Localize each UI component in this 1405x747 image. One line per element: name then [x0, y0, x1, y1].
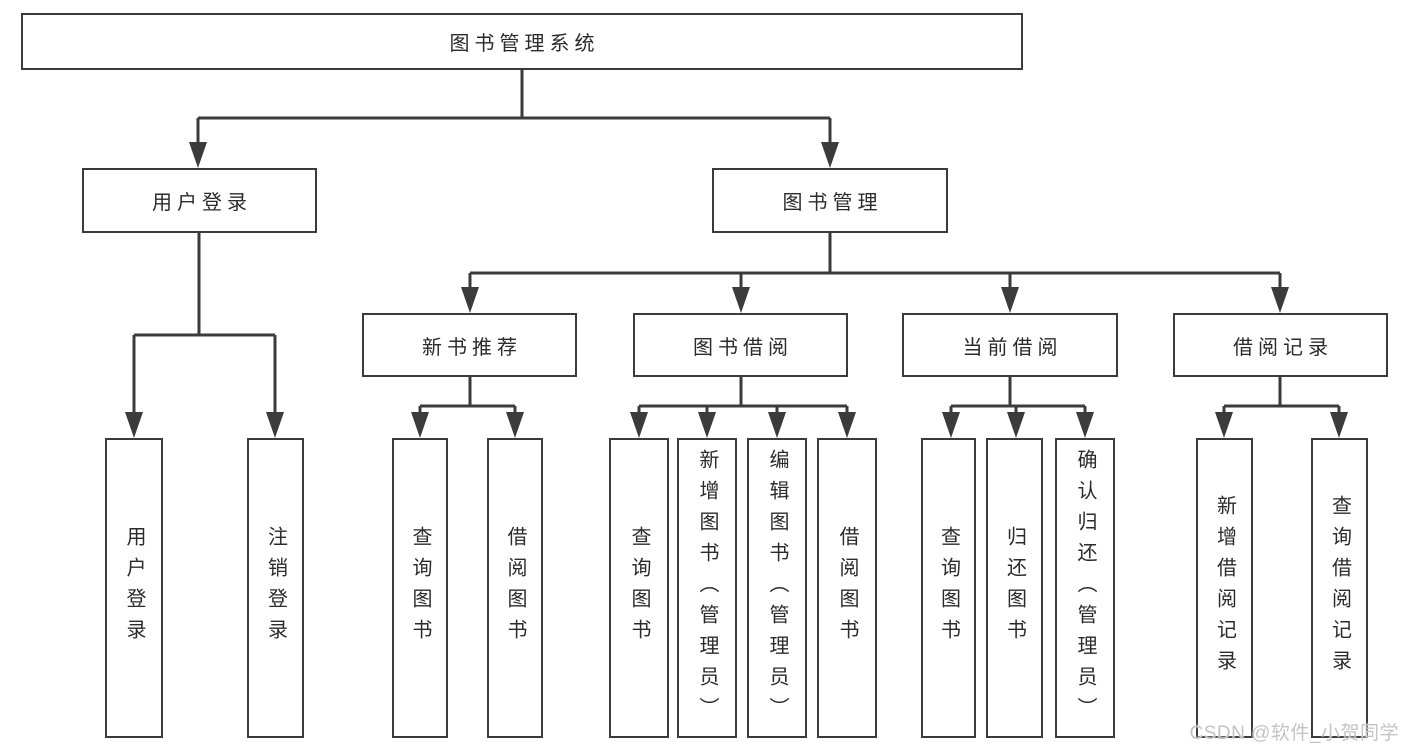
node-label: 图书借阅: [693, 336, 793, 359]
arrow-head: [266, 412, 284, 438]
node-new-book-recommendation: 新书推荐: [362, 313, 577, 377]
node-label: 借阅记录: [1233, 336, 1333, 359]
node-label: 新书推荐: [422, 336, 522, 359]
node-label: 借阅图书: [836, 526, 858, 650]
node-label: 注销登录: [264, 526, 287, 650]
node-book-management: 图书管理: [712, 168, 948, 233]
node-user-login: 用户登录: [82, 168, 317, 233]
arrow-head: [838, 412, 856, 438]
node-label: 用户登录: [123, 526, 145, 650]
arrow-head: [125, 412, 143, 438]
leaf-edit-books-admin: 编辑图书（管理员）: [747, 438, 807, 738]
arrow-head: [1330, 412, 1348, 438]
arrow-head: [1271, 287, 1289, 313]
leaf-borrow-books-recommend: 借阅图书: [487, 438, 543, 738]
node-label: 新增借阅记录: [1213, 495, 1236, 681]
arrow-head: [698, 412, 716, 438]
node-label: 图书管理系统: [449, 33, 600, 55]
arrow-head: [506, 412, 524, 438]
node-label: 确认归还（管理员）: [1074, 448, 1096, 728]
node-label: 当前借阅: [962, 336, 1063, 359]
leaf-add-borrowing-record: 新增借阅记录: [1196, 438, 1253, 738]
leaf-user-login: 用户登录: [105, 438, 163, 738]
node-label: 查询借阅记录: [1328, 495, 1351, 681]
node-label: 查询图书: [628, 526, 650, 650]
arrow-head: [189, 142, 207, 168]
node-current-borrowing: 当前借阅: [902, 313, 1118, 377]
leaf-query-borrowing-record: 查询借阅记录: [1311, 438, 1368, 738]
node-label: 查询图书: [937, 526, 960, 650]
leaf-confirm-return-admin: 确认归还（管理员）: [1055, 438, 1115, 738]
leaf-query-books-recommend: 查询图书: [392, 438, 448, 738]
arrow-head: [411, 412, 429, 438]
node-label: 新增图书（管理员）: [696, 448, 718, 728]
arrow-head: [461, 287, 479, 313]
arrow-head: [821, 142, 839, 168]
arrow-head: [630, 412, 648, 438]
leaf-add-books-admin: 新增图书（管理员）: [677, 438, 737, 738]
node-label: 编辑图书（管理员）: [766, 448, 788, 728]
csdn-watermark: CSDN @软件_小贺同学: [1189, 723, 1399, 744]
arrow-head: [942, 412, 960, 438]
node-book-borrowing: 图书借阅: [633, 313, 848, 377]
leaf-logout: 注销登录: [247, 438, 304, 738]
node-label: 用户登录: [152, 192, 252, 214]
arrow-head: [1215, 412, 1233, 438]
node-label: 借阅图书: [504, 526, 526, 650]
arrow-head: [1001, 287, 1019, 313]
node-label: 归还图书: [1003, 526, 1026, 650]
leaf-borrow-books: 借阅图书: [817, 438, 877, 738]
arrow-head: [1007, 412, 1025, 438]
arrow-head: [768, 412, 786, 438]
leaf-query-books-borrowing: 查询图书: [609, 438, 669, 738]
arrow-head: [1076, 412, 1094, 438]
leaf-return-books: 归还图书: [986, 438, 1043, 738]
node-label: 图书管理: [782, 192, 883, 214]
node-label: 查询图书: [409, 526, 431, 650]
node-borrowing-records: 借阅记录: [1173, 313, 1388, 377]
leaf-query-books-current: 查询图书: [921, 438, 976, 738]
node-library-management-system: 图书管理系统: [21, 13, 1023, 70]
arrow-head: [732, 287, 750, 313]
